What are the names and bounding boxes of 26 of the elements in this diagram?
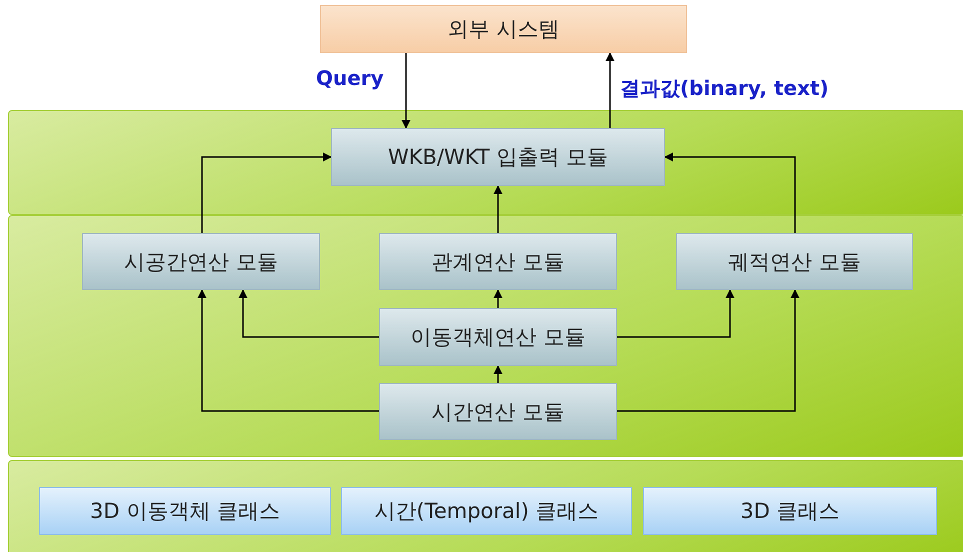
module-box: WKB/WKT 입출력 모듈	[331, 128, 665, 186]
class-box: 3D 클래스	[643, 487, 937, 535]
module-box: 이동객체연산 모듈	[379, 308, 617, 366]
module-box: 관계연산 모듈	[379, 233, 617, 290]
arrow	[617, 289, 734, 338]
arrow	[238, 289, 379, 338]
arrow	[617, 289, 800, 412]
edge-label: 결과값(binary, text)	[620, 75, 829, 102]
arrow	[494, 365, 502, 383]
edge-label: Query	[316, 66, 384, 90]
arrow	[494, 185, 502, 233]
module-box: 시공간연산 모듈	[82, 233, 320, 290]
arrow	[201, 152, 332, 233]
arrow	[402, 53, 410, 129]
class-box: 시간(Temporal) 클래스	[341, 487, 632, 535]
external-system-box: 외부 시스템	[320, 5, 687, 53]
arrow	[198, 289, 379, 412]
class-box: 3D 이동객체 클래스	[39, 487, 331, 535]
module-box: 시간연산 모듈	[379, 383, 617, 440]
layer-band	[8, 215, 963, 457]
layer-band	[8, 460, 963, 552]
module-box: 궤적연산 모듈	[676, 233, 913, 290]
layer-band	[8, 110, 963, 215]
arrow	[606, 52, 614, 128]
arrow	[664, 152, 796, 233]
arrow	[494, 289, 502, 308]
